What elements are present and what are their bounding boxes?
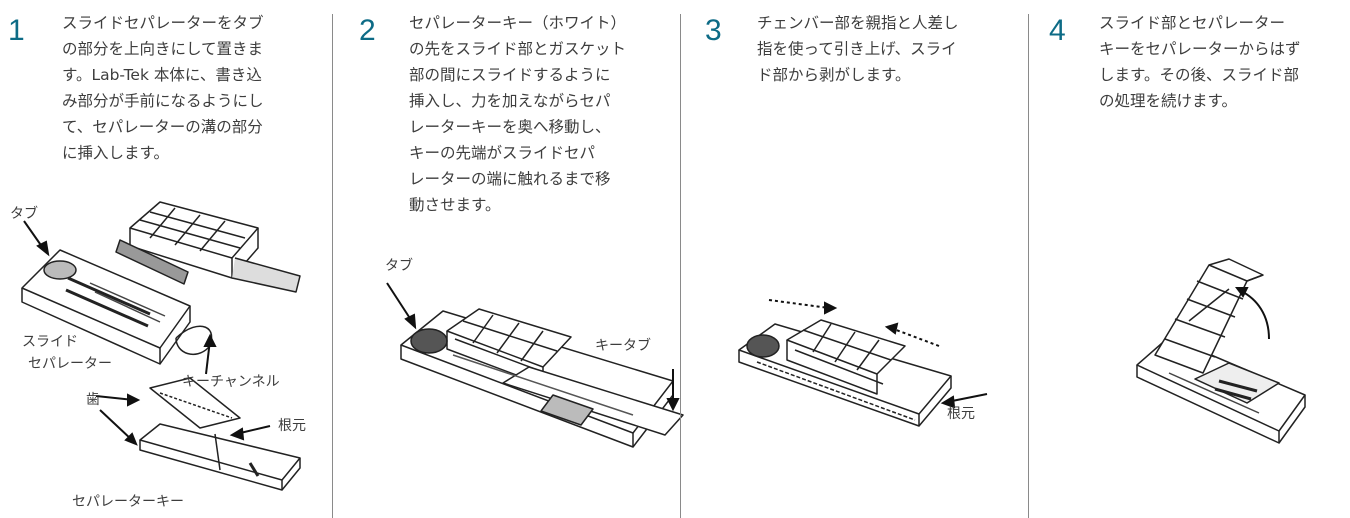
step-2: 2 セパレーターキー（ホワイト） の先をスライド部とガスケット 部の間にスライド… (333, 0, 680, 518)
label-teeth: 歯 (86, 392, 100, 408)
step-3: 3 チェンバー部を親指と人差し 指を使って引き上げ、スライ ド部から剥がします。… (681, 0, 1028, 518)
column-divider (332, 14, 333, 518)
label-root: 根元 (947, 406, 975, 422)
step-4: 4 スライド部とセパレーター キーをセパレーターからはず します。その後、スライ… (1029, 0, 1350, 518)
step-instructions: セパレーターキー（ホワイト） の先をスライド部とガスケット 部の間にスライドする… (409, 14, 627, 214)
step-number: 2 (359, 14, 376, 47)
column-divider (680, 14, 681, 518)
step-instructions: スライドセパレーターをタブ の部分を上向きにして置きま す。Lab-Tek 本体… (62, 14, 264, 162)
step-instructions: チェンバー部を親指と人差し 指を使って引き上げ、スライ ド部から剥がします。 (757, 14, 959, 84)
step-number: 1 (8, 14, 25, 47)
label-key-tab: キータブ (595, 338, 651, 354)
label-tab: タブ (10, 206, 38, 222)
label-tab: タブ (385, 258, 413, 274)
label-separator-key: セパレーターキー (72, 494, 184, 510)
label-slide-separator-line2: セパレーター (28, 356, 112, 372)
label-key-channel: キーチャンネル (182, 374, 280, 390)
step-number: 3 (705, 14, 722, 47)
step-instructions: スライド部とセパレーター キーをセパレーターからはず します。その後、スライド部… (1099, 14, 1301, 110)
slide-removal-illustration (1129, 255, 1329, 455)
label-slide-separator-line1: スライド (22, 334, 78, 350)
key-insertion-illustration (383, 275, 703, 465)
label-root: 根元 (278, 418, 306, 434)
chamber-removal-illustration (729, 310, 969, 460)
slide-separator-illustration (0, 188, 320, 518)
step-number: 4 (1049, 14, 1066, 47)
step-1: 1 スライドセパレーターをタブ の部分を上向きにして置きま す。Lab-Tek … (0, 0, 332, 518)
column-divider (1028, 14, 1029, 518)
